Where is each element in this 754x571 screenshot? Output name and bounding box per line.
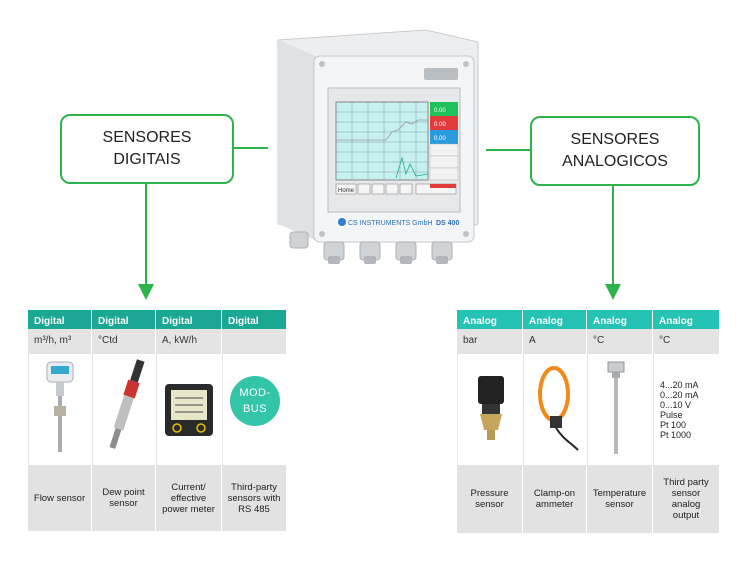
name-line: Third party	[663, 477, 709, 488]
name-line: Third-party	[231, 481, 277, 493]
unit-cell: bar	[457, 329, 523, 354]
sensor-name: Current/ effective power meter	[156, 465, 222, 531]
device-model: DS 400	[436, 220, 459, 227]
name-line: Current/	[171, 481, 206, 493]
clamp-ammeter-image	[523, 354, 587, 465]
sensor-name: Third-party sensors with RS 485	[222, 465, 286, 531]
callout-line: ANALOGICOS	[562, 153, 668, 170]
table-header: Analog	[587, 310, 653, 329]
name-line: Dew point	[102, 487, 145, 498]
name-line: analog	[671, 499, 701, 510]
table-header: Digital	[222, 310, 286, 329]
callout-line: SENSORES	[102, 129, 192, 146]
signal-item: Pulse	[660, 410, 683, 420]
pressure-sensor-image	[457, 354, 523, 465]
table-header: Analog	[653, 310, 719, 329]
sensor-name: Dew point sensor	[92, 465, 156, 531]
device-brand: CS INSTRUMENTS GmbH	[348, 220, 432, 227]
ds400-device: 0.00 0.00 0.00 Home CS INSTRUMENTS GmbH …	[266, 28, 484, 268]
signal-item: Pt 1000	[660, 430, 692, 440]
unit-cell	[222, 329, 286, 354]
sensor-name: Third party sensor analog output	[653, 465, 719, 533]
unit-cell: °C	[587, 329, 653, 354]
modbus-text: BUS	[242, 403, 268, 415]
table-header: Digital	[92, 310, 156, 329]
analog-sensors-callout: SENSORES ANALOGICOS	[530, 116, 700, 186]
digital-sensors-table: Digital Digital Digital Digital m³/h, m³…	[28, 310, 286, 531]
screen-value: 0.00	[434, 108, 446, 114]
callout-line: SENSORES	[570, 131, 660, 148]
name-line: sensor	[605, 499, 634, 510]
unit-cell: A, kW/h	[156, 329, 222, 354]
signal-item: Pt 100	[660, 420, 687, 430]
temperature-sensor-image	[587, 354, 653, 465]
unit-cell: m³/h, m³	[28, 329, 92, 354]
name-line: sensor	[475, 499, 504, 510]
analog-sensors-table: Analog Analog Analog Analog bar A °C °C …	[457, 310, 719, 533]
modbus-badge: MOD- BUS	[230, 376, 280, 426]
sensor-name: Clamp-on ammeter	[523, 465, 587, 533]
name-line: Flow sensor	[33, 492, 86, 504]
name-line: sensor	[109, 498, 138, 509]
signal-list: 4...20 mA 0...20 mA 0...10 V Pulse Pt 10…	[660, 380, 699, 440]
unit-cell: A	[523, 329, 587, 354]
modbus-image: MOD- BUS	[222, 354, 286, 465]
screen-value: 0.00	[434, 122, 446, 128]
name-line: power meter	[162, 503, 215, 515]
signal-item: 0...20 mA	[660, 390, 699, 400]
table-header: Analog	[457, 310, 523, 329]
signal-item: 4...20 mA	[660, 380, 699, 390]
signal-item: 0...10 V	[660, 400, 692, 410]
table-header: Digital	[28, 310, 92, 329]
name-line: Pressure	[470, 488, 509, 499]
screen-home-button: Home	[338, 188, 355, 194]
sensor-name: Temperature sensor	[587, 465, 653, 533]
digital-sensors-callout: SENSORES DIGITAIS	[60, 114, 234, 184]
name-line: sensors with	[227, 492, 281, 504]
table-header: Analog	[523, 310, 587, 329]
power-meter-image	[156, 354, 222, 465]
name-line: RS 485	[238, 503, 270, 515]
modbus-text: MOD-	[239, 387, 271, 399]
unit-cell: °Ctd	[92, 329, 156, 354]
flow-sensor-image	[28, 354, 92, 465]
dew-point-sensor-image	[92, 354, 156, 465]
sensor-name: Flow sensor	[28, 465, 92, 531]
name-line: Temperature	[592, 488, 647, 499]
unit-cell: °C	[653, 329, 719, 354]
name-line: effective	[170, 492, 207, 504]
sensor-name: Pressure sensor	[457, 465, 523, 533]
name-line: ammeter	[535, 499, 574, 510]
name-line: Clamp-on	[533, 488, 576, 499]
callout-line: DIGITAIS	[113, 151, 181, 168]
name-line: sensor	[671, 488, 701, 499]
name-line: output	[672, 510, 700, 521]
table-header: Digital	[156, 310, 222, 329]
analog-output-signals: 4...20 mA 0...20 mA 0...10 V Pulse Pt 10…	[653, 354, 719, 465]
screen-value: 0.00	[434, 136, 446, 142]
